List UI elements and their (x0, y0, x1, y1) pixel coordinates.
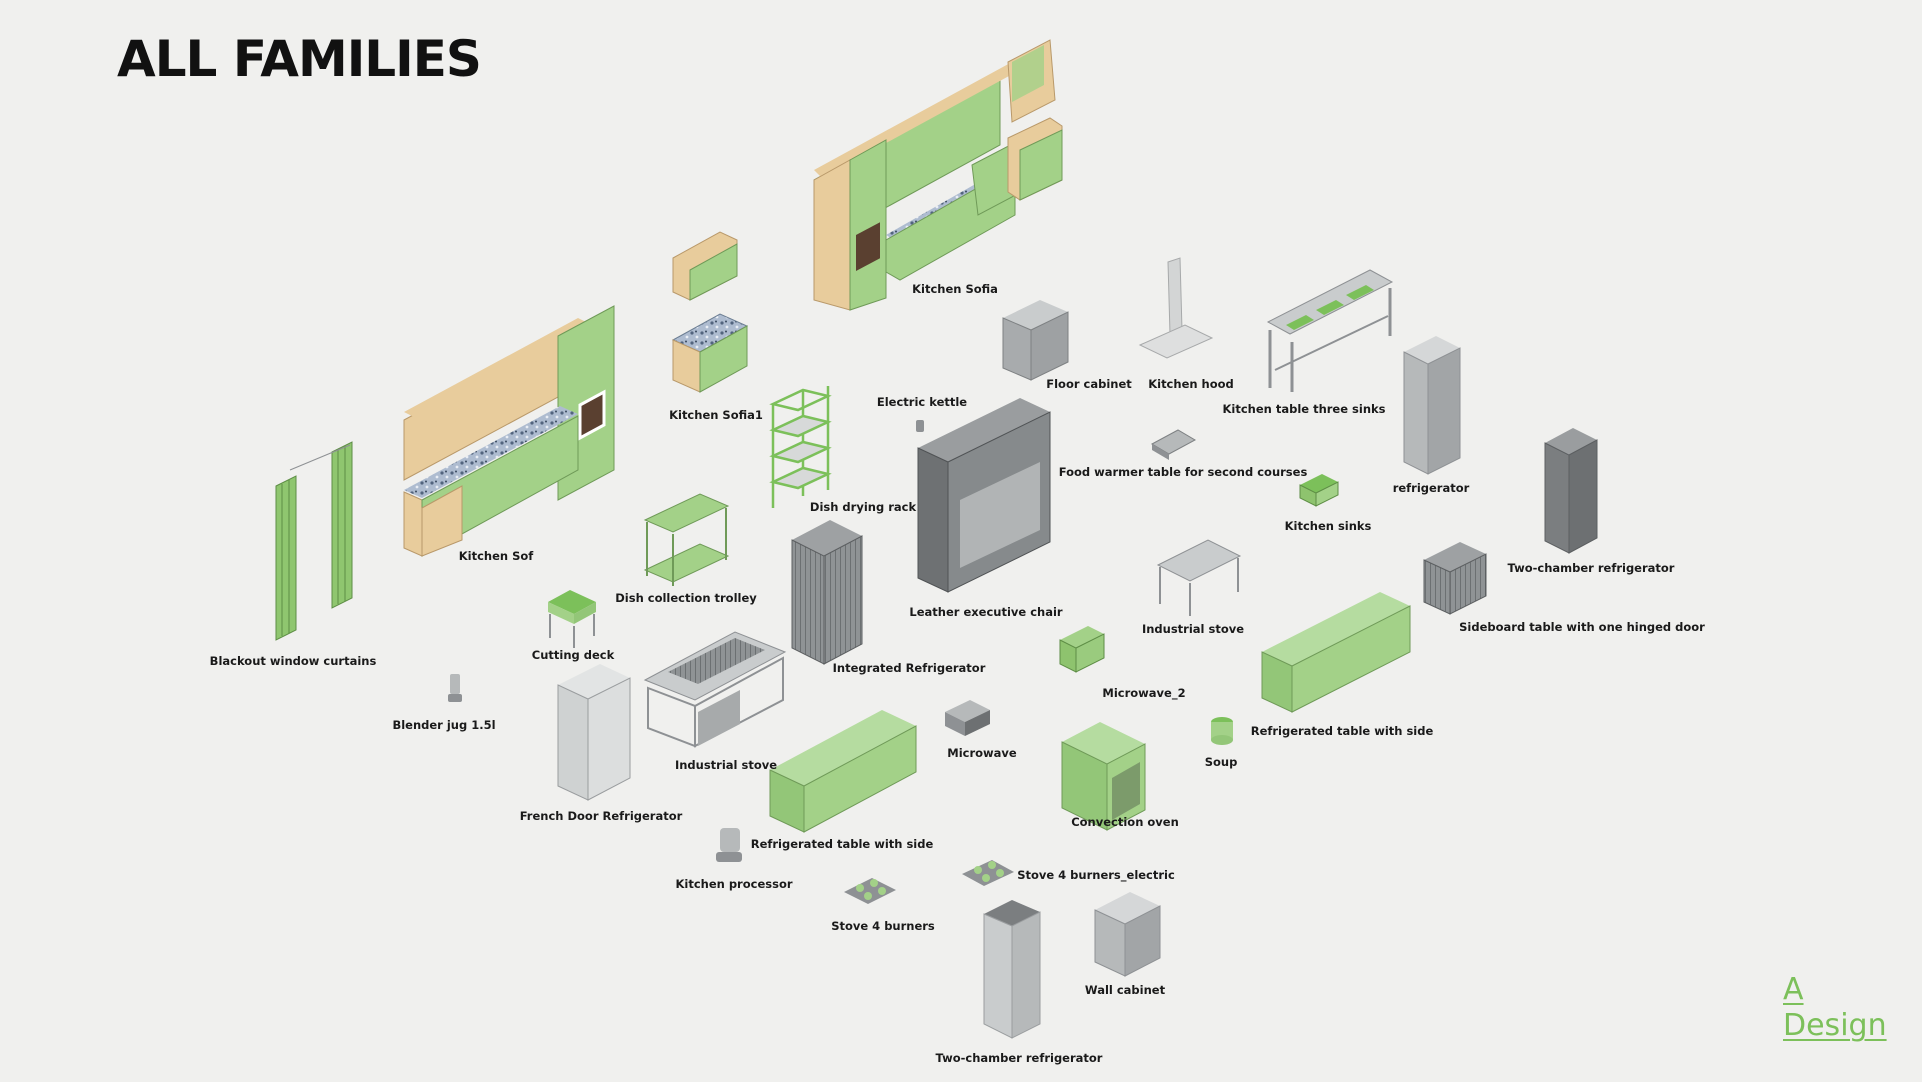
label-refrigerated-table-2: Refrigerated table with side (750, 837, 934, 851)
logo-line1: A (1783, 972, 1804, 1007)
wall-cabinet-icon (1094, 892, 1161, 977)
stove-4-burners-electric-icon (962, 860, 1014, 886)
label-dish-drying-rack: Dish drying rack (809, 500, 917, 514)
label-electric-kettle: Electric kettle (876, 395, 968, 409)
label-stove-4-burners: Stove 4 burners (831, 919, 935, 933)
convection-oven-icon (1061, 722, 1146, 831)
label-kitchen-sofia1: Kitchen Sofia1 (669, 408, 763, 422)
label-refrigerated-table-1: Refrigerated table with side (1250, 724, 1434, 738)
label-leather-executive-chair: Leather executive chair (909, 605, 1063, 619)
microwave-2-icon (1059, 626, 1105, 673)
dish-collection-trolley-icon (643, 493, 730, 586)
label-industrial-stove-1: Industrial stove (1141, 622, 1245, 636)
label-cutting-deck: Cutting deck (531, 648, 615, 662)
kitchen-sofia1-icon (671, 231, 749, 393)
refrigerated-table-1-icon (1261, 592, 1411, 713)
label-dish-collection-trolley: Dish collection trolley (615, 591, 757, 605)
label-soup: Soup (1204, 755, 1238, 769)
food-warmer-icon (1150, 429, 1197, 460)
leather-executive-chair-icon (917, 398, 1051, 593)
page-title: ALL FAMILIES (117, 30, 482, 88)
industrial-stove-table-icon (1156, 539, 1242, 616)
label-industrial-stove-2: Industrial stove (674, 758, 778, 772)
kitchen-hood-icon (1138, 257, 1214, 359)
french-door-refrigerator-icon (557, 664, 631, 801)
cutting-deck-icon (548, 590, 596, 648)
label-convection-oven: Convection oven (1071, 815, 1179, 829)
industrial-stove-icon (643, 631, 787, 748)
label-kitchen-sof: Kitchen Sof (458, 549, 534, 563)
label-kitchen-table-three-sinks: Kitchen table three sinks (1222, 402, 1386, 416)
label-blender-jug: Blender jug 1.5l (392, 718, 496, 732)
logo-line2: Design (1783, 1008, 1887, 1043)
label-refrigerator: refrigerator (1392, 481, 1470, 495)
blender-icon (448, 674, 462, 702)
refrigerated-table-2-icon (769, 710, 917, 833)
kitchen-sofia-icon (813, 39, 1063, 311)
curtains-icon (275, 441, 353, 641)
label-kitchen-sofia: Kitchen Sofia (912, 282, 998, 296)
a-design-logo[interactable]: A Design (1783, 972, 1887, 1044)
label-blackout-window-curtains: Blackout window curtains (209, 654, 377, 668)
label-wall-cabinet: Wall cabinet (1084, 983, 1166, 997)
kitchen-processor-icon (716, 828, 742, 862)
kitchen-sof-icon (403, 305, 615, 557)
label-microwave: Microwave (947, 746, 1017, 760)
two-chamber-refrigerator-icon (1544, 428, 1598, 554)
integrated-refrigerator-icon (791, 520, 863, 665)
label-microwave-2: Microwave_2 (1102, 686, 1186, 700)
label-kitchen-sinks: Kitchen sinks (1284, 519, 1372, 533)
label-floor-cabinet: Floor cabinet (1046, 377, 1132, 391)
label-stove-4-burners-electric: Stove 4 burners_electric (1017, 868, 1175, 882)
label-french-door-refrigerator: French Door Refrigerator (519, 809, 683, 823)
label-two-chamber-refrigerator-2: Two-chamber refrigerator (935, 1051, 1103, 1065)
refrigerator-icon (1403, 336, 1461, 475)
label-sideboard-table: Sideboard table with one hinged door (1459, 620, 1705, 634)
two-chamber-refrigerator-bottom-icon (983, 900, 1041, 1039)
kitchen-table-three-sinks-icon (1266, 269, 1394, 392)
sideboard-table-icon (1423, 542, 1487, 615)
label-kitchen-hood: Kitchen hood (1148, 377, 1234, 391)
electric-kettle-icon (916, 420, 924, 432)
label-two-chamber-refrigerator: Two-chamber refrigerator (1507, 561, 1675, 575)
floor-cabinet-icon (1002, 300, 1069, 381)
soup-icon (1211, 717, 1233, 745)
dish-drying-rack-icon (769, 386, 832, 508)
label-kitchen-processor: Kitchen processor (675, 877, 793, 891)
stove-4-burners-icon (844, 878, 896, 904)
kitchen-sinks-icon (1299, 474, 1339, 507)
label-integrated-refrigerator: Integrated Refrigerator (832, 661, 986, 675)
microwave-icon (945, 700, 990, 736)
label-food-warmer: Food warmer table for second courses (1058, 465, 1308, 479)
